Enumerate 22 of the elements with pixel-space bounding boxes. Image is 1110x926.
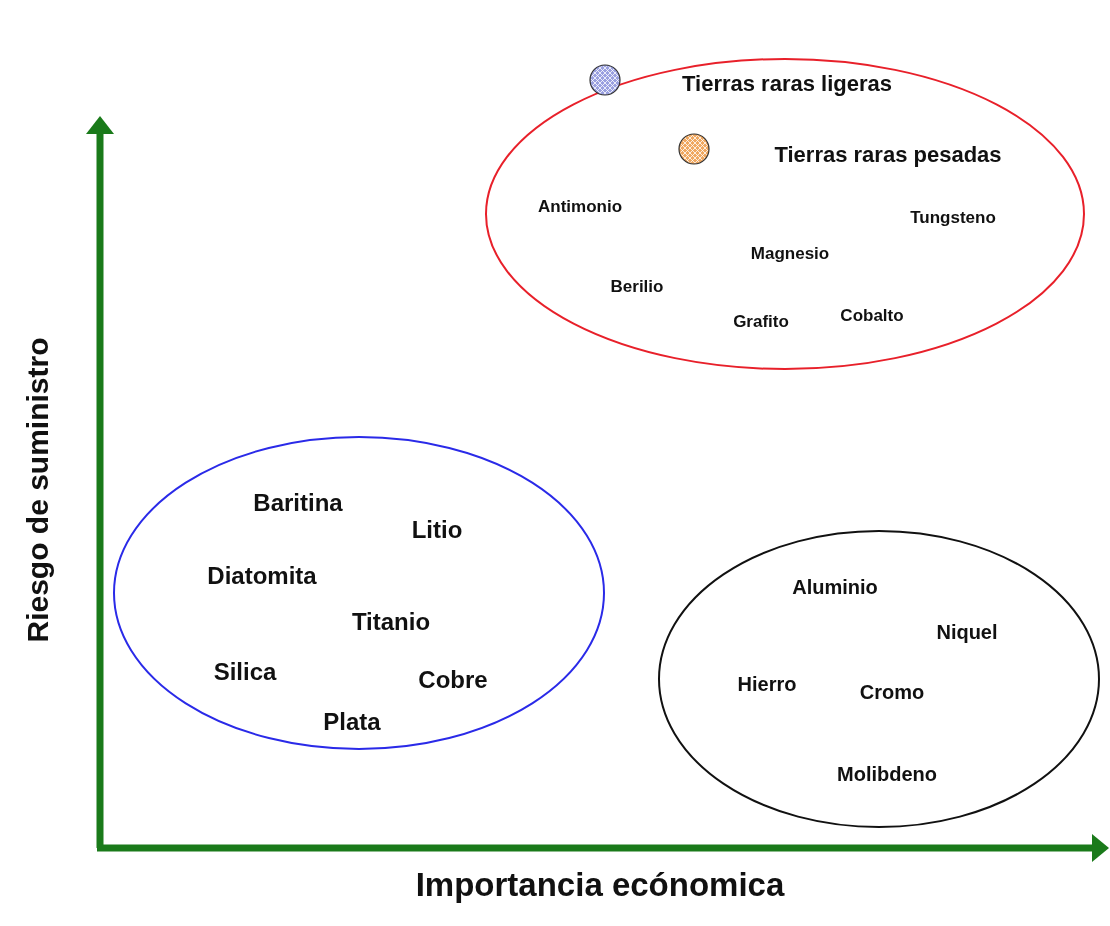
element-name: Litio — [411, 516, 463, 544]
element-name: Magnesio — [750, 244, 830, 264]
element-name: Cromo — [859, 680, 925, 704]
element-name: Hierro — [737, 672, 797, 696]
element-name: Tierras raras pesadas — [774, 142, 1002, 168]
y-axis-title: Riesgo de suministro — [21, 337, 55, 643]
element-name: Titanio — [351, 608, 431, 636]
element-name: Tungsteno — [910, 208, 996, 228]
x-axis-title: Importancia ecónomica — [415, 866, 785, 904]
element-name: Diatomita — [207, 562, 317, 590]
element-name: Silica — [213, 658, 277, 686]
element-name: Cobalto — [840, 306, 904, 326]
element-name: Baritina — [253, 489, 343, 517]
element-name: Niquel — [936, 620, 998, 644]
element-name: Tierras raras ligeras — [682, 71, 892, 97]
element-name: Berilio — [610, 277, 664, 297]
element-name: Aluminio — [792, 575, 878, 599]
element-name: Antimonio — [538, 197, 622, 217]
element-name: Grafito — [733, 312, 789, 332]
element-name: Cobre — [418, 666, 488, 694]
element-name: Plata — [323, 708, 381, 736]
element-name: Molibdeno — [837, 762, 937, 786]
